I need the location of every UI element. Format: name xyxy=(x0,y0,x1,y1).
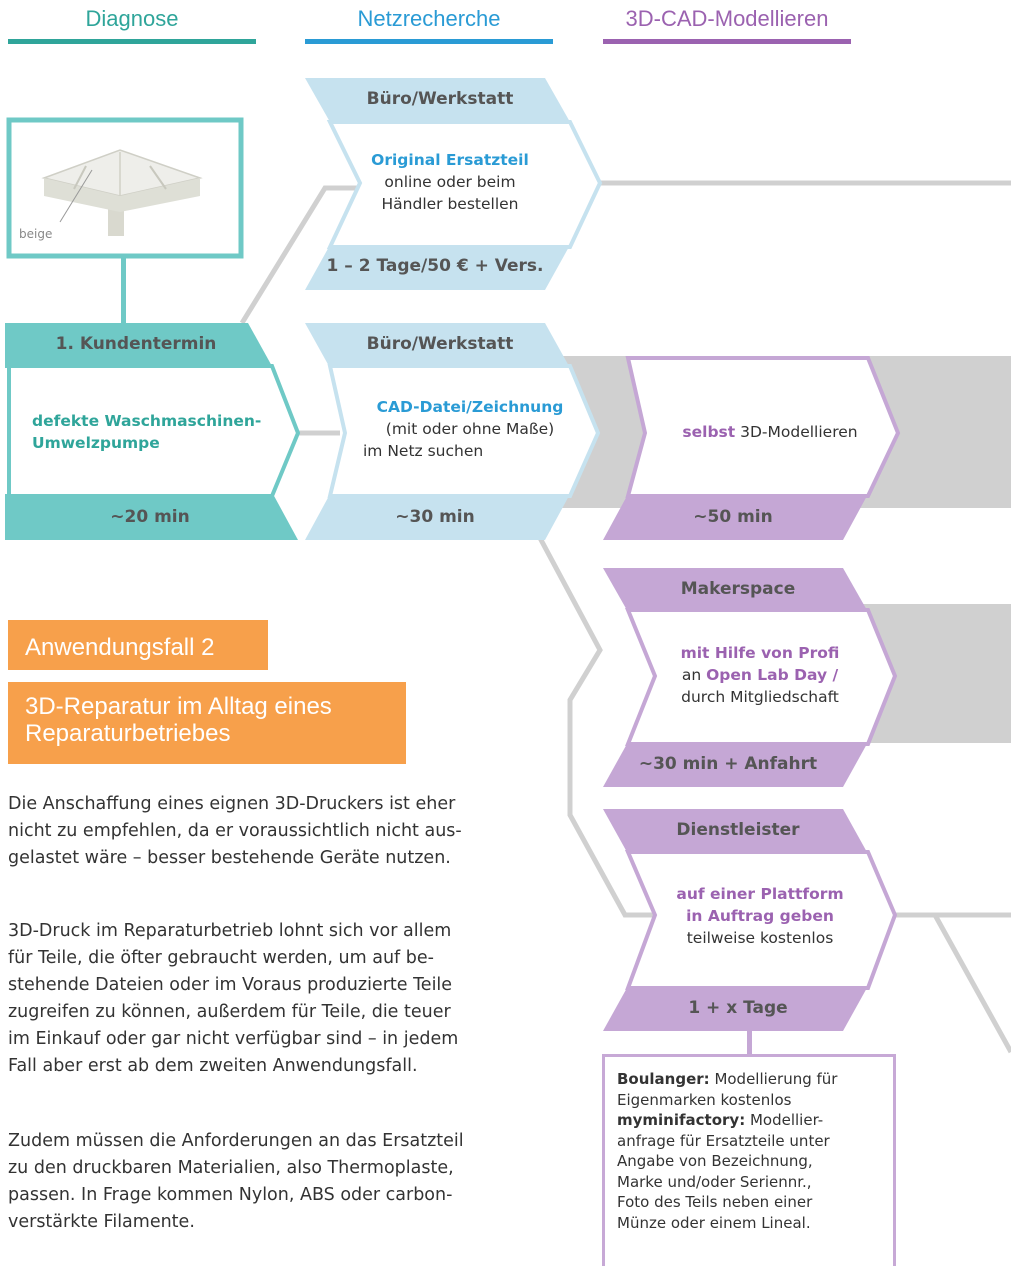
makerspace-body-line2-highlight: Open Lab Day / xyxy=(706,666,839,684)
column-header-cad: 3D-CAD-Modellieren xyxy=(625,6,829,31)
note-line: Marke und/oder Seriennr., xyxy=(617,1172,812,1191)
service-note-box: Boulanger: Modellierung für Eigenmarken … xyxy=(602,1054,896,1266)
paragraph-line: zugreifen zu können, außerdem für Teile,… xyxy=(8,1002,451,1022)
paragraph-2: 3D-Druck im Reparaturbetrieb lohnt sich … xyxy=(8,918,538,1080)
dienstleister-body-line3: teilweise kostenlos xyxy=(686,929,834,947)
gray-band xyxy=(850,604,1011,743)
title-line2: Reparaturbetriebes xyxy=(25,720,231,747)
ersatzteil-duration: 1 – 2 Tage/50 € + Vers. xyxy=(326,256,544,276)
ersatzteil-body-line2: online oder beim xyxy=(384,173,516,191)
modellieren-body-highlight: selbst xyxy=(682,423,736,441)
paragraph-line: für Teile, die öfter gebraucht werden, u… xyxy=(8,948,434,968)
note-line: Münze oder einem Lineal. xyxy=(617,1213,811,1232)
kundentermin-header: 1. Kundentermin xyxy=(55,334,217,354)
paragraph-line: Die Anschaffung eines eignen 3D-Druckers… xyxy=(8,794,456,814)
connector-line xyxy=(537,536,655,918)
dienstleister-body xyxy=(624,850,898,990)
kundentermin-duration: ~20 min xyxy=(110,507,190,527)
makerspace-duration: ~30 min + Anfahrt xyxy=(638,754,818,774)
connector-line xyxy=(239,185,360,325)
modellieren-body xyxy=(625,356,901,498)
kundentermin-footer-band xyxy=(5,494,298,540)
column-header-netzrecherche: Netzrecherche xyxy=(357,6,501,31)
title-tag-text: Anwendungsfall 2 xyxy=(25,634,215,661)
note-brand-myminifactory: myminifactory: xyxy=(617,1111,746,1129)
kundentermin-header-band xyxy=(5,323,273,368)
cad-datei-body-line3: im Netz suchen xyxy=(363,442,484,460)
note-text: Modellier- xyxy=(745,1111,824,1129)
modellieren-body-rest: 3D-Modellieren xyxy=(735,423,858,441)
makerspace-header-band xyxy=(603,568,868,612)
paragraph-line: nicht zu empfehlen, da er voraussichtlic… xyxy=(8,821,462,841)
dienstleister-body-highlight-line2: in Auftrag geben xyxy=(686,907,834,925)
ersatzteil-header: Büro/Werkstatt xyxy=(366,89,514,109)
makerspace-body-line2: an Open Lab Day / xyxy=(650,665,870,686)
note-line: Eigenmarken kostenlos xyxy=(617,1090,792,1109)
title-tag: Anwendungsfall 2 xyxy=(8,620,268,670)
note-text: Modellierung für xyxy=(709,1070,838,1088)
title-line1: 3D-Reparatur im Alltag eines xyxy=(25,693,332,720)
cad-datei-body-highlight: CAD-Datei/Zeichnung xyxy=(376,398,564,416)
column-header-diagnose: Diagnose xyxy=(85,6,179,31)
note-line: Boulanger: Modellierung für xyxy=(617,1069,885,1090)
kundentermin-body-line2: Umwelzpumpe xyxy=(32,434,160,452)
title-box: 3D-Reparatur im Alltag eines Reparaturbe… xyxy=(8,682,406,764)
note-line: myminifactory: Modellier- xyxy=(617,1110,885,1131)
modellieren-duration: ~50 min xyxy=(693,507,773,527)
cad-datei-footer-band xyxy=(305,494,570,540)
makerspace-body-highlight: mit Hilfe von Profi xyxy=(680,644,840,662)
paragraph-line: zu den druckbaren Materialien, also Ther… xyxy=(8,1158,454,1178)
ersatzteil-body-highlight: Original Ersatzteil xyxy=(371,151,529,169)
ersatzteil-body xyxy=(326,120,603,249)
cad-datei-header: Büro/Werkstatt xyxy=(366,334,514,354)
dienstleister-duration: 1 + x Tage xyxy=(688,998,788,1018)
note-line: anfrage für Ersatzteile unter xyxy=(617,1131,830,1150)
dienstleister-footer-band xyxy=(603,986,868,1031)
paragraph-line: verstärkte Filamente. xyxy=(8,1212,195,1232)
paragraph-3: Zudem müssen die Anforderungen an das Er… xyxy=(8,1128,538,1236)
modellieren-footer-band xyxy=(603,494,868,540)
connector-line xyxy=(121,256,126,323)
cad-datei-duration: ~30 min xyxy=(395,507,475,527)
makerspace-header: Makerspace xyxy=(680,579,796,599)
pump-impeller-image xyxy=(41,149,203,236)
dienstleister-header: Dienstleister xyxy=(676,820,800,840)
kundentermin-body-line1: defekte Waschmaschinen- xyxy=(32,412,262,430)
connector-line xyxy=(880,912,1011,1054)
note-brand-boulanger: Boulanger: xyxy=(617,1070,710,1088)
paragraph-line: im Einkauf oder gar nicht verfügbar sind… xyxy=(8,1029,459,1049)
kundentermin-body xyxy=(7,364,301,498)
paragraph-line: gelastet wäre – besser bestehende Geräte… xyxy=(8,848,451,868)
connector-line xyxy=(747,1031,752,1055)
cad-datei-body xyxy=(327,364,601,498)
modellieren-body: selbst 3D-Modellieren xyxy=(650,422,890,443)
dienstleister-body-highlight-line1: auf einer Plattform xyxy=(676,885,844,903)
cad-datei-header-band xyxy=(305,323,570,368)
paragraph-line: 3D-Druck im Reparaturbetrieb lohnt sich … xyxy=(8,921,452,941)
column-underline-diagnose xyxy=(8,39,256,44)
note-line: Foto des Teils neben einer xyxy=(617,1193,813,1211)
column-underline-cad xyxy=(603,39,851,44)
note-line: Angabe von Bezeichnung, xyxy=(617,1152,813,1170)
cad-datei-body-line2: (mit oder ohne Maße) xyxy=(385,420,555,438)
makerspace-body xyxy=(625,608,898,746)
column-underline-netzrecherche xyxy=(305,39,553,44)
paragraph-line: Fall aber erst ab dem zweiten Anwendungs… xyxy=(8,1056,418,1076)
makerspace-body-line2-pre: an xyxy=(681,666,707,684)
paragraph-1: Die Anschaffung eines eignen 3D-Druckers… xyxy=(8,791,538,872)
makerspace-footer-band xyxy=(603,742,868,787)
dienstleister-header-band xyxy=(603,809,868,854)
ersatzteil-footer-band xyxy=(305,245,570,290)
paragraph-line: passen. In Frage kommen Nylon, ABS oder … xyxy=(8,1185,453,1205)
photo-caption: beige xyxy=(19,227,53,241)
ersatzteil-header-band xyxy=(305,78,570,122)
ersatzteil-body-line3: Händler bestellen xyxy=(381,195,519,213)
paragraph-line: stehende Dateien oder im Voraus produzie… xyxy=(8,975,453,995)
paragraph-line: Zudem müssen die Anforderungen an das Er… xyxy=(8,1131,464,1151)
makerspace-body-line3: durch Mitgliedschaft xyxy=(681,688,839,706)
